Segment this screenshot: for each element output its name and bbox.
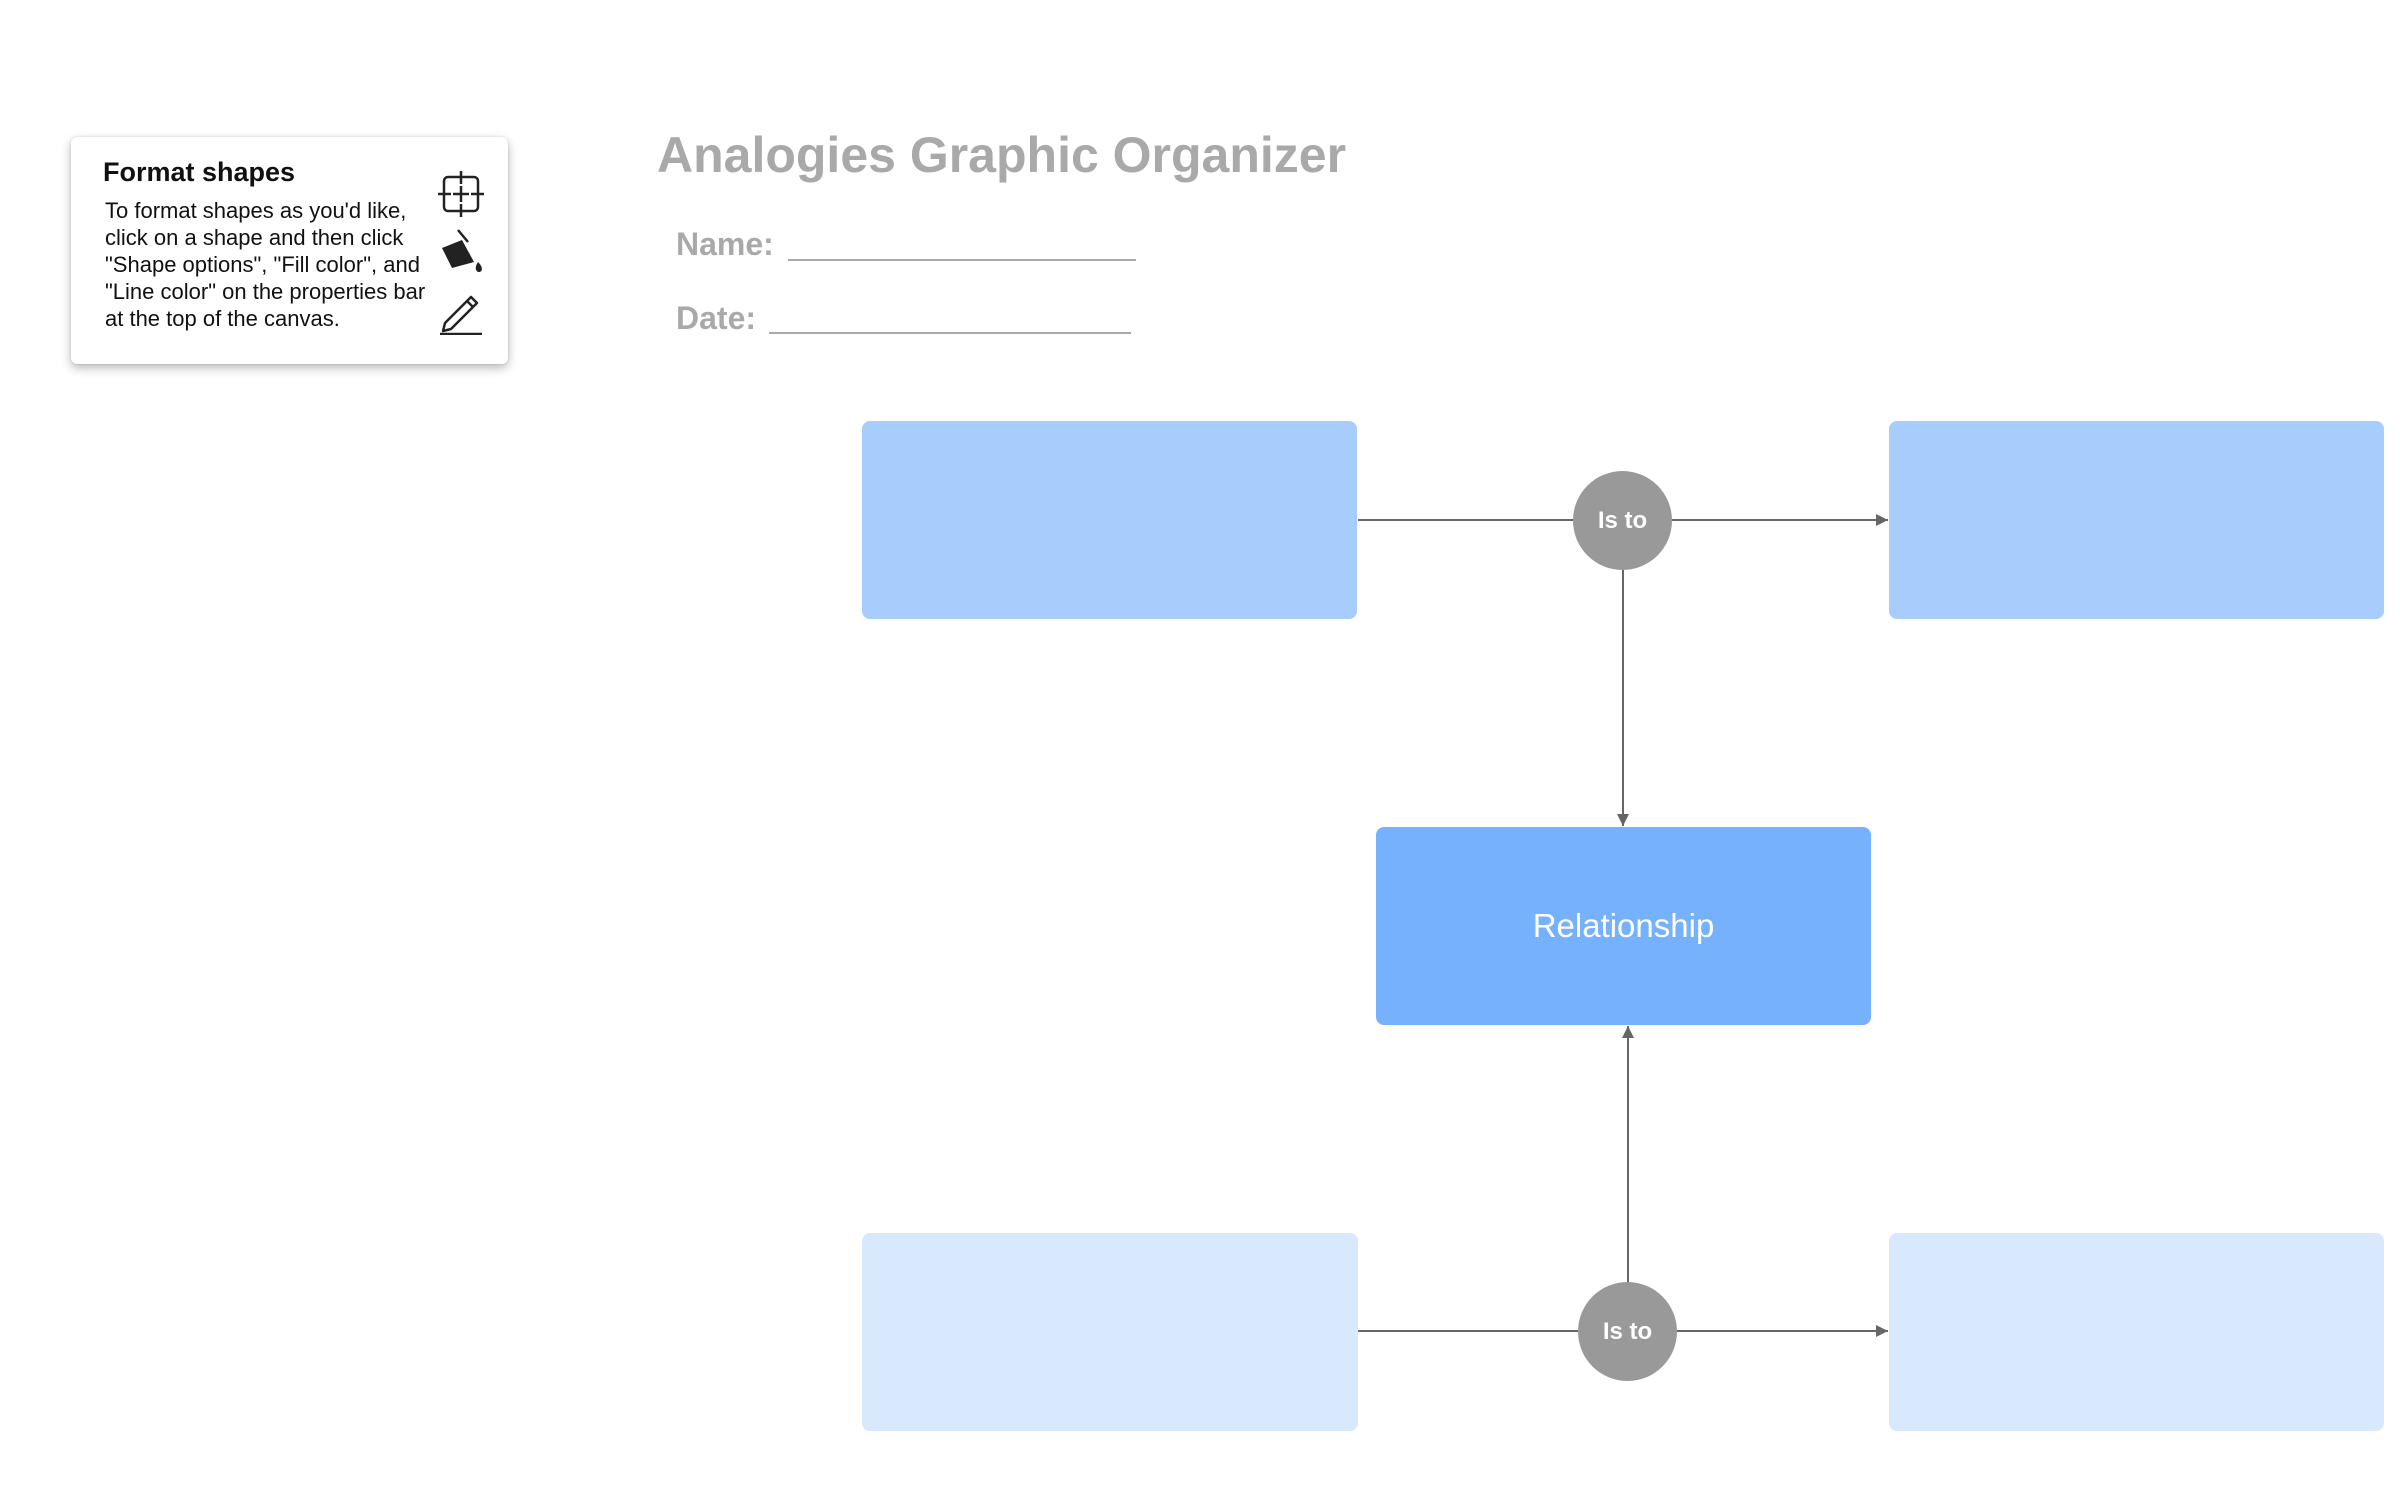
line-color-icon xyxy=(440,295,482,335)
top-is-to-label: Is to xyxy=(1597,506,1648,534)
page-title: Analogies Graphic Organizer xyxy=(657,127,1347,183)
date-field-line[interactable] xyxy=(769,332,1131,334)
relationship-label: Relationship xyxy=(1532,907,1715,944)
top-left-box[interactable] xyxy=(862,421,1357,619)
shape-options-icon xyxy=(438,171,484,217)
relationship-box[interactable]: Relationship xyxy=(1376,827,1871,1025)
top-is-to-node[interactable]: Is to xyxy=(1573,471,1672,570)
name-field-line[interactable] xyxy=(788,259,1136,261)
top-right-box[interactable] xyxy=(1889,421,2384,619)
bottom-left-box[interactable] xyxy=(862,1233,1358,1431)
bottom-right-box[interactable] xyxy=(1889,1233,2384,1431)
name-label: Name: xyxy=(676,226,774,262)
fill-color-icon xyxy=(442,229,482,272)
tip-body: To format shapes as you'd like, click on… xyxy=(105,198,426,331)
bottom-is-to-label: Is to xyxy=(1602,1317,1653,1345)
tip-title: Format shapes xyxy=(103,157,296,187)
format-shapes-tip-card[interactable]: Format shapes To format shapes as you'd … xyxy=(71,137,508,364)
bottom-is-to-node[interactable]: Is to xyxy=(1578,1282,1677,1381)
date-label: Date: xyxy=(676,300,757,336)
